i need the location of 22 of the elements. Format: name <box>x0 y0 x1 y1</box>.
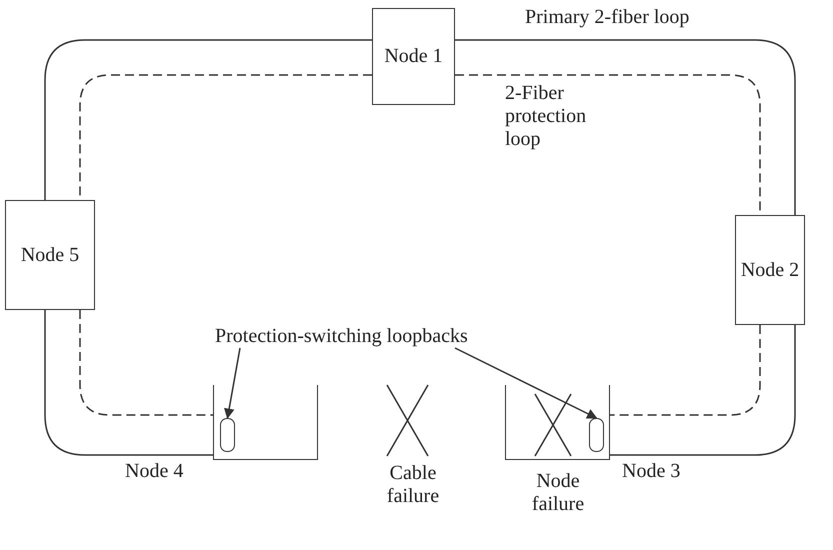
node-box: Node 1 <box>372 8 455 105</box>
failure-label: Cable failure <box>386 462 440 508</box>
fiber-line <box>44 39 372 200</box>
loop-label: Primary 2-fiber loop <box>525 6 690 29</box>
loop-label: 2-Fiber protection loop <box>505 82 588 151</box>
fiber-line <box>44 310 213 456</box>
leader-line <box>224 348 241 420</box>
loopback-symbol <box>220 418 235 452</box>
protection-fiber-line <box>79 310 213 416</box>
node-label: Node 3 <box>622 460 680 483</box>
node-label: Node 4 <box>125 460 184 483</box>
leader-line <box>454 347 598 419</box>
fiber-line <box>455 39 796 215</box>
callout-text: Protection-switching loopbacks <box>215 325 468 348</box>
node-bracket <box>213 385 318 460</box>
protection-fiber-line <box>610 325 761 416</box>
node-box: Node 2 <box>735 215 805 325</box>
failure-label: Node failure <box>530 470 586 516</box>
node-bracket <box>505 385 610 460</box>
fiber-line <box>610 325 796 456</box>
node-box: Node 5 <box>5 200 95 310</box>
loopback-symbol <box>589 418 604 452</box>
